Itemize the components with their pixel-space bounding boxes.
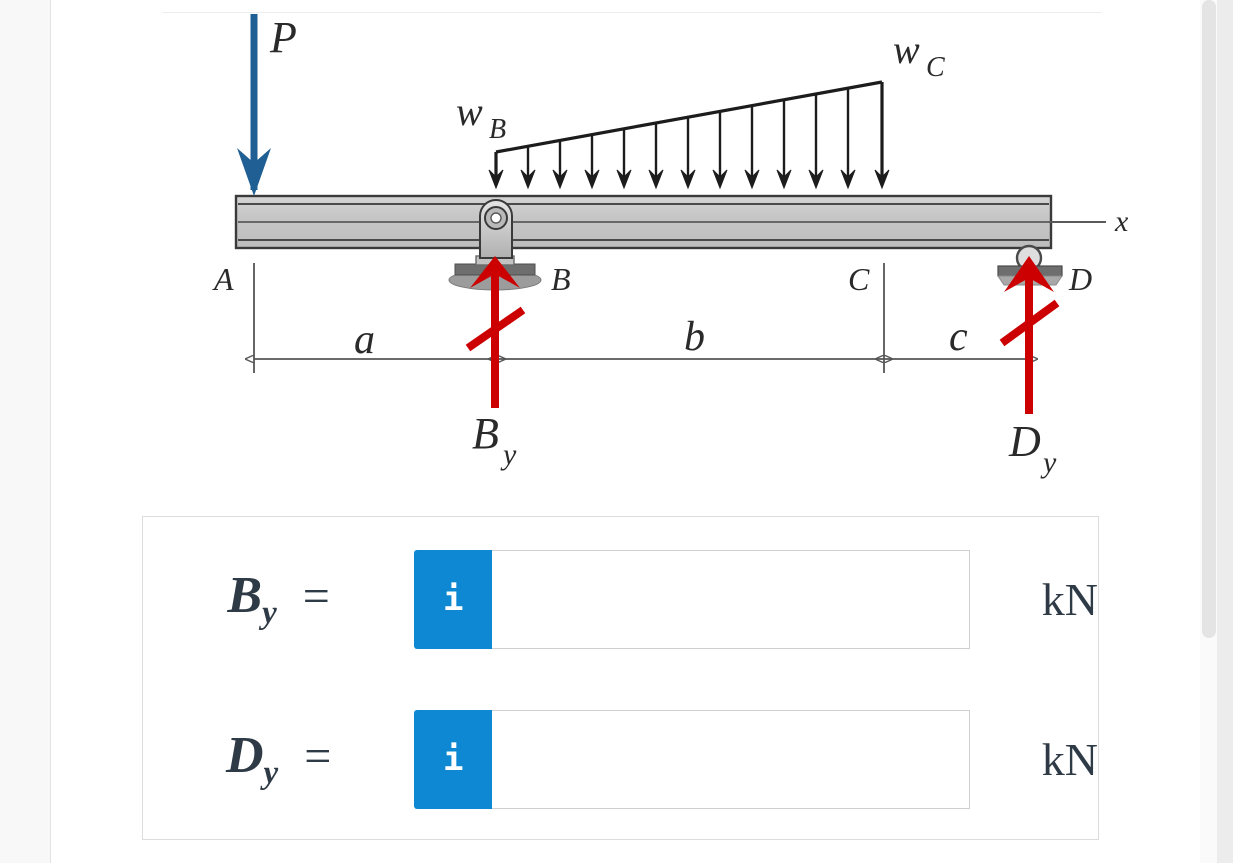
answer-card: By = i kN Dy = i kN bbox=[142, 516, 1099, 840]
answer-input-group-dy: i bbox=[414, 709, 970, 809]
svg-text:w: w bbox=[893, 27, 920, 72]
reaction-label-By: B y bbox=[472, 409, 517, 471]
answer-equals-dy: = bbox=[304, 729, 332, 783]
point-load-label-P: P bbox=[269, 13, 297, 62]
answer-unit-by: kN bbox=[1041, 573, 1098, 625]
scrollbar-thumb[interactable] bbox=[1202, 0, 1216, 638]
answer-row-by: By = i kN bbox=[143, 539, 1098, 659]
dimension-label-c: c bbox=[949, 314, 968, 360]
svg-text:C: C bbox=[926, 52, 945, 83]
svg-text:y: y bbox=[500, 438, 517, 471]
answer-unit-dy: kN bbox=[1041, 733, 1098, 785]
reaction-label-Dy: D y bbox=[1008, 417, 1057, 479]
distributed-load-label-wB: w B bbox=[456, 89, 506, 145]
svg-text:w: w bbox=[456, 89, 483, 134]
point-label-D: D bbox=[1068, 261, 1092, 297]
answer-input-dy[interactable] bbox=[492, 709, 970, 809]
reaction-arrow-Dy bbox=[999, 256, 1060, 414]
answer-symbol-by: B bbox=[227, 566, 263, 624]
answer-subscript-by: y bbox=[262, 595, 277, 632]
point-label-A: A bbox=[212, 261, 234, 297]
svg-text:B: B bbox=[472, 409, 499, 458]
answer-symbol-dy: D bbox=[225, 726, 264, 784]
beam-body bbox=[234, 194, 1053, 250]
reaction-arrow-By bbox=[465, 256, 526, 408]
x-axis-label: x bbox=[1114, 205, 1129, 238]
answer-input-by[interactable] bbox=[492, 549, 970, 649]
svg-text:B: B bbox=[489, 114, 506, 145]
answer-subscript-dy: y bbox=[263, 755, 279, 792]
distributed-load-label-wC: w C bbox=[893, 27, 945, 83]
dimension-label-a: a bbox=[354, 317, 375, 363]
answer-row-dy: Dy = i kN bbox=[143, 699, 1098, 819]
top-divider bbox=[162, 12, 1102, 13]
svg-text:y: y bbox=[1040, 446, 1057, 479]
answer-label-dy: Dy = bbox=[143, 726, 414, 792]
answer-equals-by: = bbox=[302, 569, 330, 623]
answer-label-by: By = bbox=[143, 566, 414, 632]
info-icon[interactable]: i bbox=[414, 549, 493, 649]
answer-input-group-by: i bbox=[414, 549, 970, 649]
beam-diagram: x P bbox=[51, 0, 1151, 500]
main-content: x P bbox=[51, 0, 1200, 863]
point-load-arrow-P bbox=[237, 14, 271, 196]
point-label-B: B bbox=[551, 261, 571, 297]
point-label-C: C bbox=[848, 261, 870, 297]
svg-text:D: D bbox=[1008, 417, 1041, 466]
info-icon[interactable]: i bbox=[414, 709, 493, 809]
distributed-load-arrows bbox=[488, 82, 890, 190]
dimension-label-b: b bbox=[684, 314, 705, 360]
left-gutter bbox=[0, 0, 51, 863]
